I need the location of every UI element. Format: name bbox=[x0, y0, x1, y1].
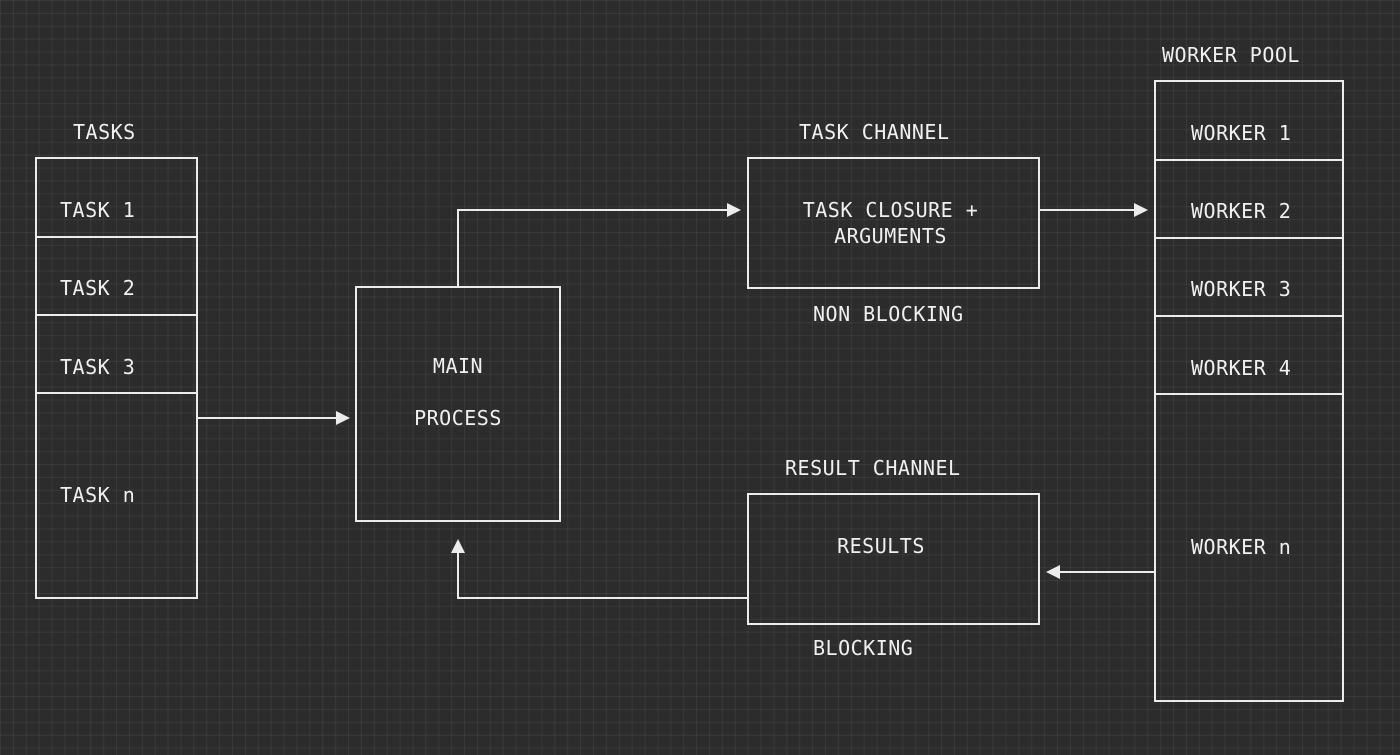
arrowhead-into-task-channel bbox=[727, 203, 741, 217]
main-process-label-line2: PROCESS bbox=[414, 406, 502, 430]
task-channel-label-line2: ARGUMENTS bbox=[834, 224, 947, 248]
task-channel-box: TASK CLOSURE + ARGUMENTS bbox=[747, 157, 1040, 289]
worker-cell: WORKER 1 bbox=[1156, 82, 1342, 161]
result-channel-box: RESULTS bbox=[747, 493, 1040, 625]
arrowhead-into-main-bottom bbox=[451, 539, 465, 553]
arrow-main-to-task-channel bbox=[457, 209, 729, 286]
tasks-list: TASK 1 TASK 2 TASK 3 TASK n bbox=[35, 157, 198, 599]
worker-label: WORKER 2 bbox=[1191, 199, 1292, 223]
arrowhead-into-main bbox=[336, 411, 350, 425]
task-cell: TASK 3 bbox=[37, 316, 196, 394]
task-cell: TASK n bbox=[37, 394, 196, 597]
result-channel-note: BLOCKING bbox=[813, 636, 914, 660]
worker-cell: WORKER 3 bbox=[1156, 239, 1342, 317]
task-label: TASK 3 bbox=[60, 355, 136, 379]
worker-pool-title: WORKER POOL bbox=[1162, 43, 1300, 67]
result-channel-label: RESULTS bbox=[837, 534, 925, 558]
main-process-label-line1: MAIN bbox=[432, 354, 484, 378]
worker-label: WORKER n bbox=[1191, 535, 1292, 559]
worker-cell: WORKER n bbox=[1156, 395, 1342, 700]
worker-pool-list: WORKER 1 WORKER 2 WORKER 3 WORKER 4 WORK… bbox=[1154, 80, 1344, 702]
task-channel-note: NON BLOCKING bbox=[813, 302, 964, 326]
task-label: TASK n bbox=[60, 483, 136, 507]
worker-label: WORKER 4 bbox=[1191, 356, 1292, 380]
worker-label: WORKER 3 bbox=[1191, 277, 1292, 301]
task-label: TASK 2 bbox=[60, 276, 136, 300]
tasks-title: TASKS bbox=[73, 120, 136, 144]
task-cell: TASK 1 bbox=[37, 159, 196, 238]
main-process-box: MAIN PROCESS bbox=[355, 286, 561, 522]
worker-cell: WORKER 4 bbox=[1156, 317, 1342, 395]
task-label: TASK 1 bbox=[60, 198, 136, 222]
task-cell: TASK 2 bbox=[37, 238, 196, 316]
task-channel-label-line1: TASK CLOSURE + bbox=[802, 198, 979, 222]
task-channel-title: TASK CHANNEL bbox=[799, 120, 950, 144]
arrowhead-into-result-channel bbox=[1046, 565, 1060, 579]
arrowhead-into-workers bbox=[1134, 203, 1148, 217]
result-channel-title: RESULT CHANNEL bbox=[785, 456, 961, 480]
worker-label: WORKER 1 bbox=[1191, 121, 1292, 145]
worker-cell: WORKER 2 bbox=[1156, 161, 1342, 239]
arrow-result-channel-to-main bbox=[457, 552, 747, 599]
